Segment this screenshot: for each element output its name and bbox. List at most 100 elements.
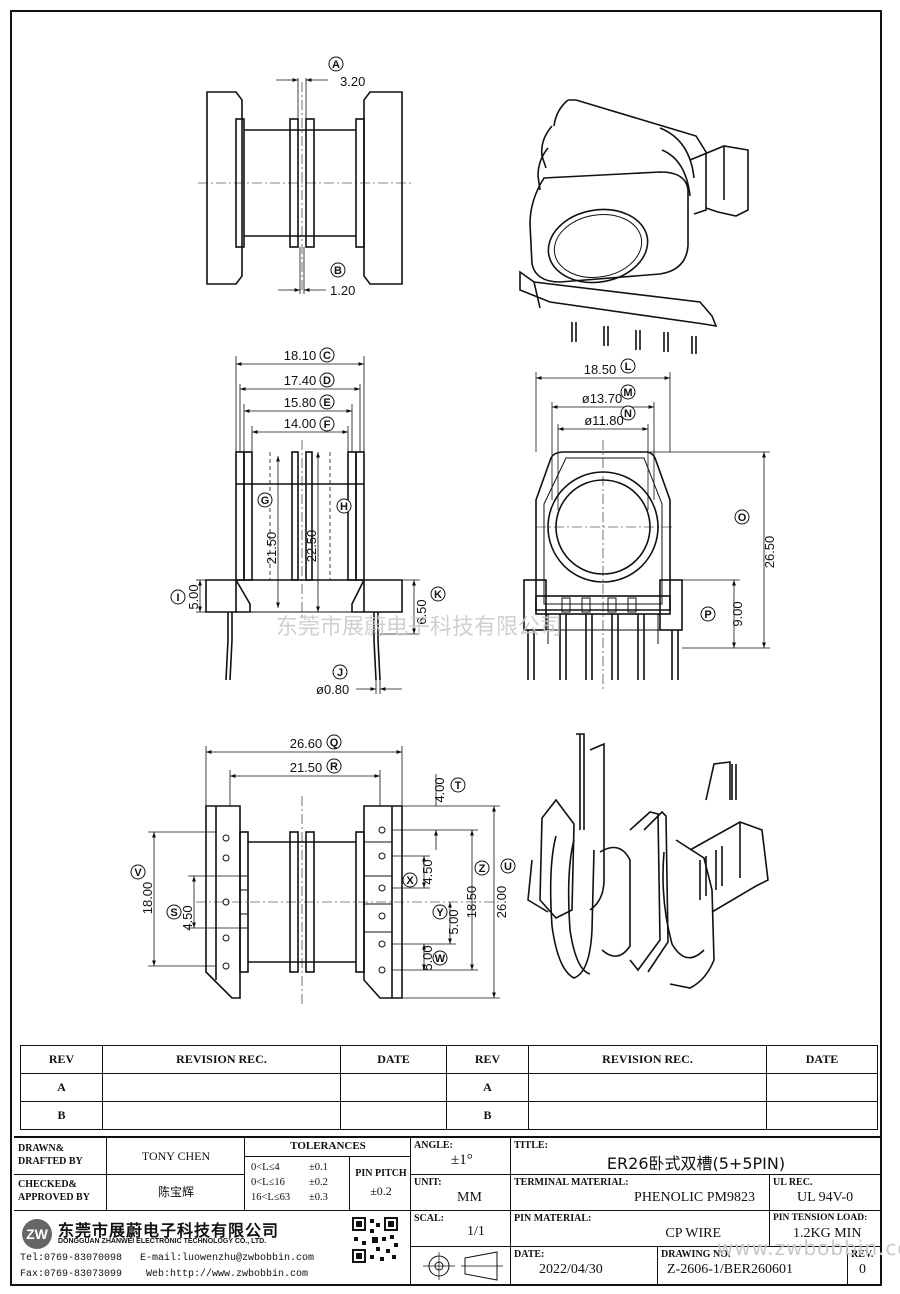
pin-tension-value: 1.2KG MIN [793,1226,862,1241]
unit-label: UNIT: [414,1177,442,1188]
svg-text:5.00: 5.00 [186,584,201,609]
svg-text:V: V [134,867,142,879]
dim-J: J ø0.80 [316,664,349,697]
svg-text:P: P [704,609,711,621]
company-tel: Tel:0769-83070098 [20,1253,123,1264]
svg-text:X: X [406,875,414,887]
date-header: DATE [340,1045,447,1074]
tolerance-value-2: ±0.3 [309,1192,328,1203]
technical-drawing: A 3.20 B 1.20 18.10 C 17.40 D 15.80 E 14… [130,56,777,1004]
end-view [523,372,770,690]
ul-rec-value: UL 94V-0 [797,1190,854,1205]
tolerance-range-2: 16<L≤63 [251,1192,291,1203]
date-header-2: DATE [766,1045,878,1074]
tolerances-label: TOLERANCES [290,1140,366,1152]
revision-rec-cell [102,1073,341,1102]
drawn-label: DRAWN& DRAFTED BY [18,1143,83,1167]
svg-text:5.00: 5.00 [420,945,435,970]
svg-text:Q: Q [330,737,339,749]
revision-rec-header-2: REVISION REC. [528,1045,767,1074]
rev-value: 0 [859,1262,866,1277]
svg-text:6.50: 6.50 [414,599,429,624]
svg-text:4.50: 4.50 [180,905,195,930]
terminal-material-label: TERMINAL MATERIAL: [514,1177,629,1188]
svg-text:K: K [434,589,442,601]
date-value: 2022/04/30 [539,1262,603,1277]
dim-C: 18.10 C [284,347,335,363]
rev-label: REV. [851,1249,874,1260]
svg-text:ZW: ZW [26,1226,49,1242]
svg-text:F: F [324,419,331,431]
svg-text:H: H [340,501,348,513]
svg-text:18.10: 18.10 [284,348,317,363]
company-logo-icon: ZW [22,1219,52,1249]
svg-text:D: D [323,375,331,387]
tolerance-range-1: 0<L≤16 [251,1177,285,1188]
ul-rec-label: UL REC. [773,1177,813,1188]
table-row: B B [20,1101,878,1130]
qr-code-icon [350,1215,400,1265]
dim-U: U 26.00 [494,858,516,918]
pin-tension-label: PIN TENSION LOAD: [773,1213,868,1223]
date-cell [766,1073,878,1102]
drawing-frame [10,10,882,1286]
rev-cell: A [20,1073,103,1102]
tolerance-range-0: 0<L≤4 [251,1162,280,1173]
dim-S: S 4.50 [166,904,195,931]
rev-cell: B [20,1101,103,1130]
svg-text:21.50: 21.50 [264,532,279,565]
rev-header: REV [20,1045,103,1074]
rev-cell: B [446,1101,529,1130]
svg-text:A: A [332,59,340,71]
svg-text:B: B [334,265,342,277]
svg-text:E: E [323,397,330,409]
drawing-no-label: DRAWING NO. [661,1249,731,1260]
date-cell [766,1101,878,1130]
svg-text:9.00: 9.00 [730,601,745,626]
dim-L: 18.50 L [584,358,636,377]
table-row: A A [20,1073,878,1102]
svg-text:ø11.80: ø11.80 [584,413,624,428]
terminal-material-value: PHENOLIC PM9823 [634,1190,755,1205]
angle-label: ANGLE: [414,1140,453,1151]
company-box: ZW 东莞市展蔚电子科技有限公司 DONGGUAN ZHANWEI ELECTR… [14,1210,410,1287]
date-label: DATE: [514,1249,545,1260]
company-name-en: DONGGUAN ZHANWEI ELECTRONIC TECHNOLOGY C… [58,1238,267,1245]
dim-N: ø11.80 N [584,405,636,428]
tolerance-value-0: ±0.1 [309,1162,328,1173]
watermark-url: www.zwbobbin.com [717,1236,900,1260]
svg-text:M: M [623,387,632,399]
svg-text:T: T [455,780,462,792]
watermark-company: 东莞市展蔚电子科技有限公司 [276,615,562,640]
angle-unit-scale-box: ANGLE: ±1° UNIT: MM SCAL: 1/1 [410,1138,511,1286]
dim-Z: Z 18.50 [464,860,490,918]
dim-A: A 3.20 [328,56,365,89]
dim-E: 15.80 E [284,394,335,410]
svg-text:Z: Z [479,863,486,875]
angle-value: ±1° [451,1152,473,1168]
title-block: DRAWN& DRAFTED BY TONY CHEN CHECKED& APP… [14,1136,900,1287]
revision-rec-cell [528,1073,767,1102]
pin-material-value: CP WIRE [665,1226,721,1241]
title-material-box: TITLE: ER26卧式双槽(5+5PIN) TERMINAL MATERIA… [510,1138,900,1286]
rev-header-2: REV [446,1045,529,1074]
svg-text:G: G [261,495,270,507]
svg-text:17.40: 17.40 [284,373,317,388]
svg-text:21.50: 21.50 [290,760,323,775]
pin-pitch-label: PIN PITCH [355,1168,407,1179]
svg-text:S: S [170,907,177,919]
svg-text:W: W [435,953,446,965]
date-cell [340,1073,447,1102]
svg-text:26.60: 26.60 [290,736,323,751]
svg-text:U: U [504,861,512,873]
dim-F: 14.00 F [284,416,335,432]
svg-text:ø13.70: ø13.70 [582,391,622,406]
svg-text:3.20: 3.20 [340,74,365,89]
pin-pitch-value: ±0.2 [370,1184,392,1198]
svg-text:N: N [624,408,632,420]
dim-H: H 22.50 [304,498,352,562]
revision-rec-cell [102,1101,341,1130]
dim-G: G 21.50 [257,492,279,565]
dim-W: W 5.00 [420,945,448,971]
tolerance-value-1: ±0.2 [309,1177,328,1188]
